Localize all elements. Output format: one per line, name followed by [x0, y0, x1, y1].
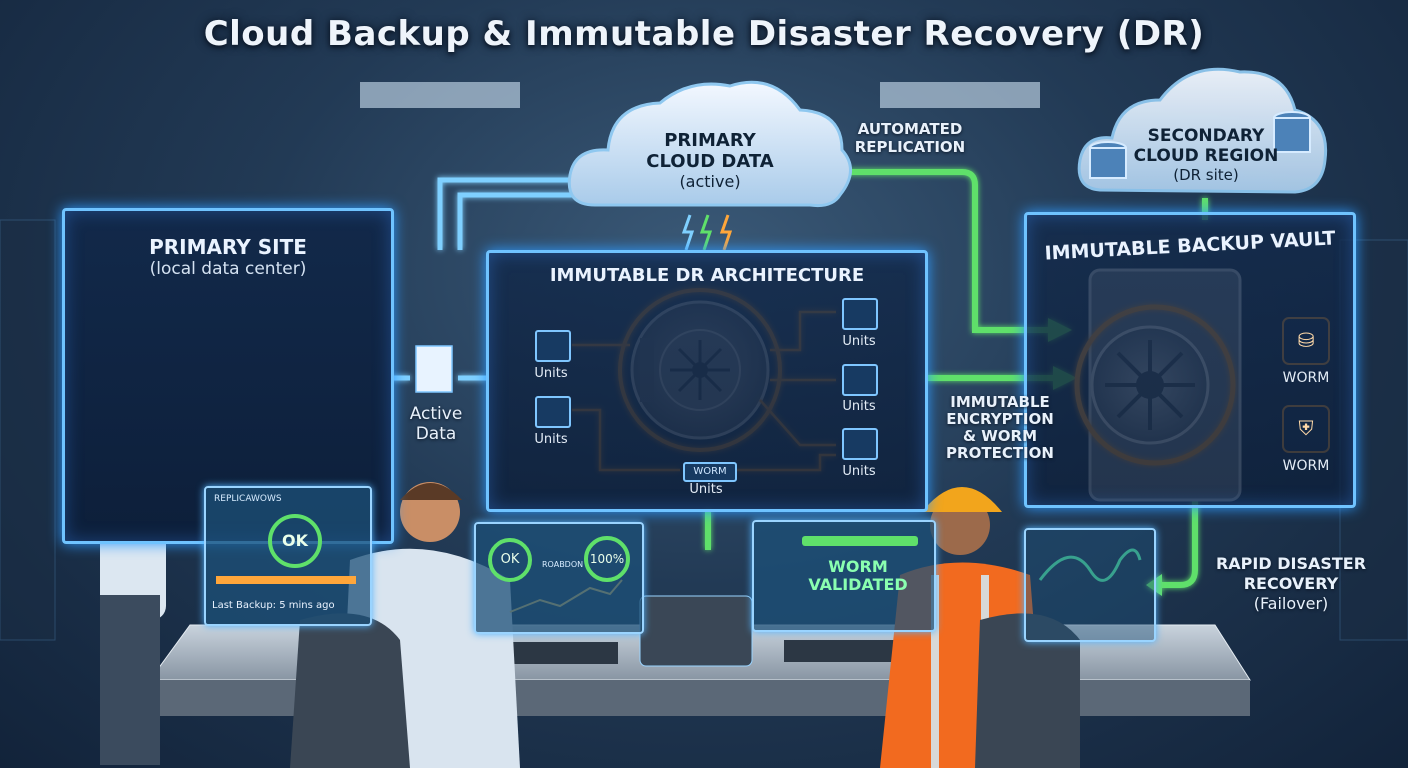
- automated-replication-label: AUTOMATED REPLICATION: [840, 120, 980, 156]
- replication-monitor: REPLICAWOWS OK Last Backup: 5 mins ago: [204, 486, 372, 626]
- green-links: [705, 169, 1208, 588]
- vault-worm-label-1: WORM: [1282, 370, 1330, 386]
- primary-cloud-line2: CLOUD DATA: [646, 151, 774, 172]
- ok-status-ring: OK: [268, 514, 322, 568]
- secondary-cloud-shape: [1077, 67, 1328, 194]
- last-backup-text: Last Backup: 5 mins ago: [212, 600, 335, 611]
- primary-site-subtitle: (local data center): [149, 259, 307, 279]
- backup-vault-panel: IMMUTABLE BACKUP VAULT: [1024, 212, 1356, 508]
- secondary-cloud-line3: (DR site): [1173, 166, 1239, 184]
- recovery-chart-monitor: [1024, 528, 1156, 642]
- worm-validated-text: WORM VALIDATED: [794, 558, 922, 594]
- ok-status-ring: OK: [488, 538, 532, 582]
- vault-worm-label-2: WORM: [1282, 458, 1330, 474]
- worm-validated-line2: VALIDATED: [808, 575, 908, 594]
- primary-site-title: PRIMARY SITE: [149, 235, 307, 259]
- backup-progress-bar: [216, 576, 356, 584]
- percent-status-ring: 100%: [584, 536, 630, 582]
- server-unit-icon: [842, 298, 878, 330]
- unit-label-left-1: Units: [534, 366, 568, 381]
- office-chairs: [290, 613, 1080, 768]
- primary-cloud-line1: PRIMARY: [664, 130, 756, 151]
- active-data-line1: Active: [409, 404, 463, 424]
- validation-progress-bar: [802, 536, 918, 546]
- server-unit-icon: [842, 364, 878, 396]
- database-lock-icon: ⛁: [1297, 328, 1315, 352]
- server-unit-icon: [842, 428, 878, 460]
- status-monitor-label: ROABDON: [542, 560, 584, 569]
- automated-replication-line2: REPLICATION: [854, 138, 966, 156]
- rapid-recovery-label: RAPID DISASTER RECOVERY (Failover): [1204, 554, 1378, 614]
- primary-cloud-shape: [567, 80, 852, 207]
- unit-label-bottom: Units: [689, 482, 723, 497]
- ceiling-lights: [360, 82, 1040, 108]
- replication-monitor-header: REPLICAWOWS: [214, 494, 282, 504]
- shield-check-icon: ⛨: [1298, 416, 1314, 440]
- architecture-title: IMMUTABLE DR ARCHITECTURE: [549, 265, 865, 286]
- unit-label-left-2: Units: [534, 432, 568, 447]
- server-unit-icon: [535, 396, 571, 428]
- rapid-recovery-line2: RECOVERY: [1243, 574, 1339, 593]
- rapid-recovery-line1: RAPID DISASTER: [1215, 554, 1367, 573]
- right-monitor-wave: [1038, 548, 1142, 582]
- rapid-recovery-line3: (Failover): [1253, 594, 1329, 613]
- active-data-line2: Data: [415, 424, 457, 444]
- secondary-cloud-line2: CLOUD REGION: [1133, 146, 1279, 166]
- worm-validation-monitor: WORM VALIDATED: [752, 520, 936, 632]
- active-data-label: Active Data: [392, 404, 480, 444]
- server-unit-icon: [535, 330, 571, 362]
- worm-validated-line1: WORM: [828, 557, 888, 576]
- status-monitor: OK ROABDON 100%: [474, 522, 644, 634]
- immutable-encryption-line4: PROTECTION: [946, 444, 1054, 462]
- page-title: Cloud Backup & Immutable Disaster Recove…: [203, 14, 1205, 54]
- primary-cloud-label: PRIMARY CLOUD DATA (active): [620, 130, 800, 191]
- primary-cloud-line3: (active): [679, 172, 741, 191]
- immutable-encryption-line3: & WORM: [962, 427, 1038, 445]
- lightning-bolts: [681, 214, 733, 251]
- automated-replication-line1: AUTOMATED: [857, 120, 963, 138]
- unit-label-right-2: Units: [842, 399, 876, 414]
- unit-label-right-1: Units: [842, 334, 876, 349]
- worm-tag: WORM: [683, 462, 737, 482]
- immutable-encryption-line2: ENCRYPTION: [946, 410, 1054, 428]
- immutable-encryption-line1: IMMUTABLE: [950, 393, 1050, 411]
- secondary-cloud-line1: SECONDARY: [1147, 126, 1265, 146]
- unit-label-right-3: Units: [842, 464, 876, 479]
- backup-vault-title: IMMUTABLE BACKUP VAULT: [1044, 227, 1336, 265]
- secondary-cloud-label: SECONDARY CLOUD REGION (DR site): [1128, 126, 1284, 184]
- immutable-encryption-label: IMMUTABLE ENCRYPTION & WORM PROTECTION: [930, 394, 1070, 462]
